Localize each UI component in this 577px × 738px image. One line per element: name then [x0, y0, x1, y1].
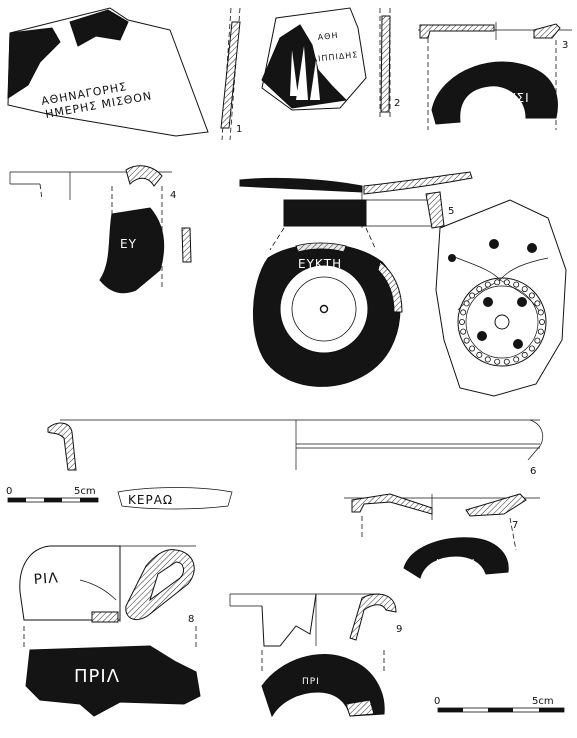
figure-2: ΑΘΗ ΛΙΠΠΙΔΗΣ 2: [261, 7, 400, 120]
fig5-number: 5: [448, 206, 454, 217]
figure-4: ΕΥ 4: [9, 165, 192, 294]
fig5-right-profile: [363, 171, 473, 195]
fig8-inscription-top: ΡΙΛ: [33, 570, 59, 588]
fig3-profile-left: [419, 24, 495, 39]
fig8-number: 8: [188, 614, 194, 625]
fig3-profile-right: [533, 23, 561, 39]
ovolo-mark: [521, 286, 528, 293]
scale1-start: 0: [6, 486, 12, 497]
scale-bar-2: 0 5cm: [434, 696, 565, 713]
figure-3: ΔΙΟΝΥΣΙ 3: [418, 22, 572, 130]
fig2-inscription-line2: ΛΙΠΠΙΔΗΣ: [311, 50, 358, 64]
ovolo-mark: [513, 356, 520, 363]
ovolo-mark: [521, 351, 528, 358]
ovolo-mark: [528, 345, 535, 352]
fig7-profile-right: [465, 493, 527, 517]
fig6-profile: [47, 422, 77, 471]
ovolo-mark: [484, 356, 491, 363]
fig5-inscription: ΕΥΚΤΗ: [298, 257, 342, 271]
sherd-1-profile: [220, 21, 241, 129]
fig7-number: 7: [512, 520, 518, 531]
ovolo-mark: [458, 318, 465, 325]
fig3-base-ring-sherd: [431, 61, 558, 125]
ovolo-mark: [537, 309, 544, 316]
figure-7: ΚΛΡΩΝ 7: [344, 493, 540, 579]
fig7-base-sherd: [403, 537, 509, 579]
figure-5: ΕΥΚΤΗ 5: [239, 171, 567, 397]
figure-6: 6 ΚΕΡΑΩ: [47, 419, 544, 510]
sherd-1-black-glaze: [7, 27, 61, 99]
fig5-left-profile: [239, 177, 363, 193]
figure-8: ΡΙΛ ΠΡΙΛ 8: [19, 545, 201, 717]
fig9-number: 9: [396, 624, 402, 635]
ovolo-mark: [534, 337, 541, 344]
fig3-number: 3: [562, 40, 568, 51]
ovolo-mark: [460, 309, 467, 316]
fig2-number: 2: [394, 98, 400, 109]
ovolo-mark: [513, 281, 520, 288]
fig3-inscription: ΔΙΟΝΥΣΙ: [474, 91, 530, 105]
sherd-1-outline: [7, 7, 209, 137]
ovolo-mark: [460, 328, 467, 335]
ovolo-mark: [463, 300, 470, 307]
fig4-number: 4: [170, 190, 176, 201]
fig5-palmettes: [448, 239, 537, 349]
fig8-black-sherd: [25, 645, 201, 717]
fig5-ovolo-ring: [458, 279, 546, 365]
fig4-inscription: ΕΥ: [120, 237, 137, 251]
ovolo-mark: [537, 328, 544, 335]
scale2-start: 0: [434, 696, 440, 707]
fig8-handle-profile: [125, 549, 195, 621]
sherd-1-black-glaze-2: [69, 9, 129, 47]
ovolo-mark: [503, 358, 510, 365]
ovolo-mark: [463, 337, 470, 344]
figure-1: ΑΘΗΝΑΓΟΡΗΣ ΗΜΕΡΗΣ ΜΙΣΘΟΝ 1: [7, 7, 242, 141]
fig9-inscription: ΠΡΙ: [302, 677, 320, 687]
scale1-end: 5cm: [74, 486, 96, 497]
fig6-number: 6: [530, 466, 536, 477]
fig2-inscription-line1: ΑΘΗ: [317, 31, 339, 42]
sherd-2-outline: [261, 7, 367, 111]
fig8-inscription-bottom: ΠΡΙΛ: [74, 666, 120, 687]
fig9-base-sherd: [261, 653, 385, 718]
ovolo-mark: [469, 345, 476, 352]
fig7-inscription: ΚΛΡΩΝ: [436, 558, 476, 569]
fig5-stamped-floor-sherd: [435, 199, 567, 397]
fig6-inscription: ΚΕΡΑΩ: [128, 493, 173, 507]
scale-bar-1: 0 5cm: [6, 486, 99, 503]
ovolo-mark: [534, 300, 541, 307]
figure-9: ΠΡΙ 9: [229, 593, 402, 718]
scale2-end: 5cm: [532, 696, 554, 707]
ovolo-mark: [539, 318, 546, 325]
fig9-profile: [349, 593, 397, 641]
fig5-foot-section: [425, 191, 445, 229]
ovolo-mark: [476, 351, 483, 358]
fig4-profile: [125, 165, 163, 187]
ovolo-mark: [494, 279, 501, 286]
ovolo-mark: [469, 292, 476, 299]
ovolo-mark: [494, 358, 501, 365]
fig6-rim-label: [117, 487, 233, 510]
ovolo-mark: [476, 286, 483, 293]
ovolo-mark: [528, 292, 535, 299]
sherd-2-profile: [380, 15, 391, 113]
fig4-base-sherd: [99, 207, 165, 294]
fig5-foot-black: [283, 199, 367, 227]
fig7-profile-left: [351, 493, 433, 515]
fig4-section: [181, 227, 192, 263]
ovolo-mark: [503, 279, 510, 286]
fig1-number: 1: [236, 124, 242, 135]
ovolo-mark: [484, 281, 491, 288]
